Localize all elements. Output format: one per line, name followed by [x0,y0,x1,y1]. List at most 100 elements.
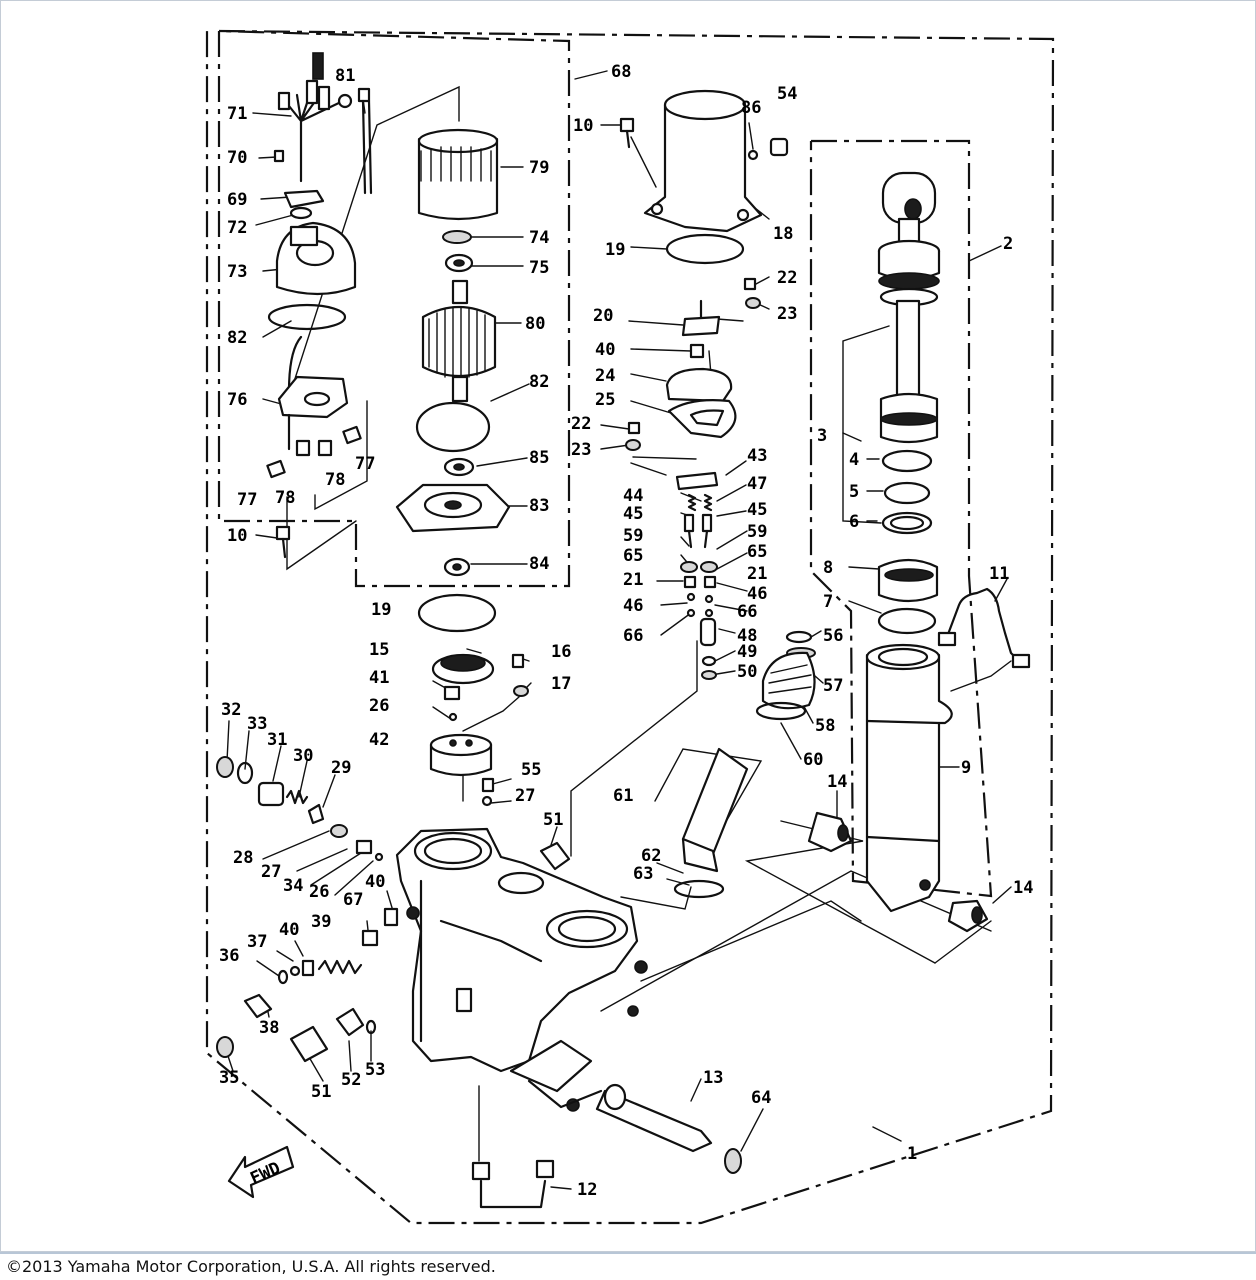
callout-4: 4 [849,450,859,470]
callout-69: 69 [227,190,247,210]
callout-32: 32 [221,700,241,720]
callout-66: 66 [623,626,643,646]
tilt-cylinder-assembly [807,171,1031,933]
callout-labels: 81 71 70 69 72 73 82 76 77 78 77 78 10 6… [219,62,1033,1200]
callout-79: 79 [529,158,549,178]
callout-58: 58 [815,716,835,736]
callout-77: 77 [355,454,375,474]
callout-2: 2 [1003,234,1013,254]
callout-80: 80 [525,314,545,334]
callout-51: 51 [543,810,563,830]
callout-14b: 14 [1013,878,1033,898]
callout-56: 56 [823,626,843,646]
callout-83: 83 [529,496,549,516]
callout-22: 22 [777,268,797,288]
callout-44: 44 [623,486,643,506]
callout-82: 82 [227,328,247,348]
callout-9: 9 [961,758,971,778]
callout-37: 37 [247,932,267,952]
assembly-lines [286,85,1012,1012]
callout-82b: 82 [529,372,549,392]
callout-64: 64 [751,1088,771,1108]
callout-54: 54 [777,84,797,104]
callout-26b: 26 [309,882,329,902]
callout-71: 71 [227,104,247,124]
callout-59: 59 [623,526,643,546]
callout-46: 46 [623,596,643,616]
callout-13: 13 [703,1068,723,1088]
callout-45: 45 [623,504,643,524]
callout-48: 48 [737,626,757,646]
callout-38: 38 [259,1018,279,1038]
callout-20: 20 [593,306,613,326]
callout-16: 16 [551,642,571,662]
callout-39: 39 [311,912,331,932]
callout-65: 65 [623,546,643,566]
callout-7: 7 [823,592,833,612]
callout-3: 3 [817,426,827,446]
callout-17: 17 [551,674,571,694]
callout-43: 43 [747,446,767,466]
callout-74: 74 [529,228,549,248]
callout-19: 19 [605,240,625,260]
callout-67: 67 [343,890,363,910]
callout-60: 60 [803,750,823,770]
callout-40b: 40 [365,872,385,892]
assembly-boundary-lines [205,29,1055,1225]
callout-73: 73 [227,262,247,282]
forward-direction-arrow: FWD [227,1145,295,1199]
callout-42: 42 [369,730,389,750]
footer-bar: ©2013 Yamaha Motor Corporation, U.S.A. A… [0,1252,1256,1280]
parts-diagram-frame: FWD 81 71 70 69 72 73 82 76 77 78 77 78 … [0,0,1256,1252]
copyright-notice: ©2013 Yamaha Motor Corporation, U.S.A. A… [6,1257,496,1276]
reservoir-valve-assembly [619,89,816,721]
callout-47: 47 [747,474,767,494]
callout-23b: 23 [571,440,591,460]
callout-63: 63 [633,864,653,884]
callout-68: 68 [611,62,631,82]
callout-66b: 66 [737,602,757,622]
callout-21: 21 [623,570,643,590]
callout-11: 11 [989,564,1009,584]
callout-6: 6 [849,512,859,532]
callout-27b: 27 [261,862,281,882]
callout-40c: 40 [279,920,299,940]
callout-70: 70 [227,148,247,168]
callout-34: 34 [283,876,303,896]
callout-12: 12 [577,1180,597,1200]
callout-1: 1 [907,1144,917,1164]
pump-manifold-assembly [216,593,749,1209]
callout-24: 24 [595,366,615,386]
callout-25: 25 [595,390,615,410]
callout-45b: 45 [747,500,767,520]
power-trim-tilt-exploded-diagram: FWD 81 71 70 69 72 73 82 76 77 78 77 78 … [205,29,1055,1225]
callout-75: 75 [529,258,549,278]
callout-53: 53 [365,1060,385,1080]
callout-5: 5 [849,482,859,502]
callout-57: 57 [823,676,843,696]
callout-14: 14 [827,772,847,792]
callout-51b: 51 [311,1082,331,1102]
callout-86: 86 [741,98,761,118]
callout-85: 85 [529,448,549,468]
callout-61: 61 [613,786,633,806]
callout-77b: 77 [237,490,257,510]
callout-40: 40 [595,340,615,360]
callout-78: 78 [325,470,345,490]
callout-27: 27 [515,786,535,806]
leader-lines [226,70,1012,1190]
callout-81: 81 [335,66,355,86]
callout-62: 62 [641,846,661,866]
callout-18: 18 [773,224,793,244]
callout-55: 55 [521,760,541,780]
callout-23: 23 [777,304,797,324]
callout-36: 36 [219,946,239,966]
callout-50: 50 [737,662,757,682]
callout-52: 52 [341,1070,361,1090]
callout-28: 28 [233,848,253,868]
callout-84: 84 [529,554,549,574]
callout-76: 76 [227,390,247,410]
callout-26: 26 [369,696,389,716]
callout-41: 41 [369,668,389,688]
callout-29: 29 [331,758,351,778]
